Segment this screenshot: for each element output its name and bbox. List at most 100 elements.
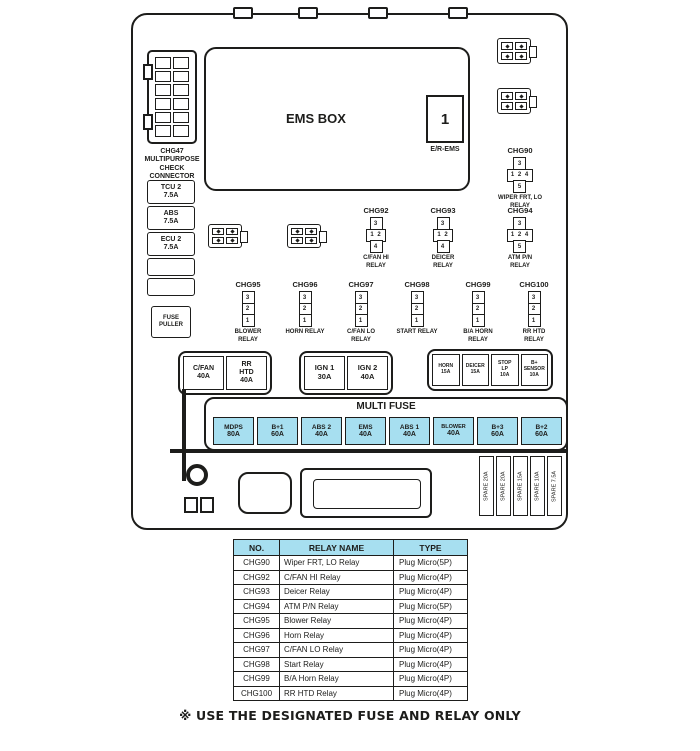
cell-relay-name: Start Relay — [279, 656, 394, 672]
ems-box-title: EMS BOX — [286, 111, 346, 126]
mount-tab — [368, 7, 388, 19]
pin-number: 1 — [298, 314, 312, 328]
chg47-connector-icon — [143, 50, 197, 144]
col-header-relay-name: RELAY NAME — [279, 539, 394, 556]
multifuse-ems-40a: EMS 40A — [345, 417, 386, 445]
fuse-name: B+2 — [535, 423, 548, 431]
cell-no: CHG99 — [233, 671, 280, 687]
pin-number: 4 — [436, 240, 450, 254]
cell-no: CHG93 — [233, 584, 280, 600]
fuse-name: EMS — [358, 423, 373, 431]
pin-number: 1 — [241, 314, 255, 328]
fuse-name: B+3 — [491, 423, 504, 431]
fuse-b-plus-sensor-10a: B+ SENSOR 10A — [520, 354, 548, 386]
fuse-amp: 7.5A — [163, 192, 179, 199]
cell-type: Plug Micro(4P) — [393, 627, 468, 643]
relay-table: NO. RELAY NAME TYPE CHG90 Wiper FRT, LO … — [233, 539, 468, 701]
connector-icon — [208, 224, 248, 248]
fuse-abs: ABS 7.5A — [147, 206, 195, 230]
relay-block-chg99: CHG99 3 2 1 B/A HORN RELAY — [449, 280, 507, 344]
fuse-rrhtd-40a: RR HTD 40A — [226, 356, 267, 390]
cell-no: CHG90 — [233, 555, 280, 571]
relay-id: CHG97 — [348, 280, 374, 289]
fuse-name: ECU 2 — [160, 235, 182, 243]
multifuse-b1-60a: B+1 60A — [257, 417, 298, 445]
empty-fuse-slot — [147, 278, 195, 296]
chg47-label: CHG47 MULTIPURPOSE CHECK CONNECTOR — [144, 148, 200, 181]
table-row: CHG94 ATM P/N Relay Plug Micro(5P) — [233, 598, 468, 614]
cell-type: Plug Micro(4P) — [393, 613, 468, 629]
cell-relay-name: Wiper FRT, LO Relay — [279, 555, 394, 571]
relay-block-chg93: CHG93 3 1 2 4 DEICER RELAY — [412, 206, 474, 270]
ems-box: EMS BOX 1 E/R-EMS — [204, 47, 470, 191]
bus-bar-horizontal — [170, 449, 568, 453]
fuse-group-small: HORN 15A DEICER 15A STOP LP 10A B+ SENSO… — [427, 349, 553, 391]
cell-relay-name: Blower Relay — [279, 613, 394, 629]
chg96-relay-pin-icon: 3 2 1 — [298, 291, 312, 328]
table-row: CHG99 B/A Horn Relay Plug Micro(4P) — [233, 671, 468, 687]
cell-type: Plug Micro(4P) — [393, 584, 468, 600]
fuse-amp: 15A — [441, 369, 451, 375]
multifuse-b3-60a: B+3 60A — [477, 417, 518, 445]
fuse-ign2-40a: IGN 2 40A — [347, 356, 388, 390]
connector-icon — [497, 88, 537, 114]
fuse-puller-label: FUSE PULLER — [159, 315, 183, 328]
relay-id: CHG95 — [235, 280, 261, 289]
relay-id: CHG92 — [363, 206, 389, 215]
fuse-amp: 60A — [535, 430, 548, 438]
col-header-no: NO. — [233, 539, 280, 556]
cell-no: CHG96 — [233, 627, 280, 643]
relay-block-chg92: CHG92 3 1 2 4 C/FAN HI RELAY — [345, 206, 407, 270]
spare-fuse: SPARE 15A — [513, 456, 528, 516]
fuse-name: BLOWER — [441, 424, 466, 431]
multifuse-b2-60a: B+2 60A — [521, 417, 562, 445]
fuse-name: B+ SENSOR — [523, 360, 545, 373]
fuse-amp: 40A — [403, 430, 416, 438]
cell-type: Plug Micro(5P) — [393, 555, 468, 571]
fuse-horn-15a: HORN 15A — [432, 354, 460, 386]
fuse-amp: 40A — [447, 430, 460, 438]
fuse-ign1-30a: IGN 1 30A — [304, 356, 345, 390]
fuse-name: RR HTD — [239, 360, 254, 376]
cell-type: Plug Micro(4P) — [393, 685, 468, 701]
multi-fuse-box: MULTI FUSE MDPS 80A B+1 60A ABS 2 40A EM… — [204, 397, 568, 451]
molding-detail — [184, 497, 198, 513]
multi-fuse-row: MDPS 80A B+1 60A ABS 2 40A EMS 40A ABS 1… — [213, 417, 562, 445]
cell-relay-name: B/A Horn Relay — [279, 671, 394, 687]
fuse-amp: 40A — [197, 373, 210, 380]
relay-name: C/FAN LO RELAY — [347, 329, 375, 343]
multifuse-blower-40a: BLOWER 40A — [433, 417, 474, 445]
relay-block-chg100: CHG100 3 2 1 RR HTD RELAY — [505, 280, 563, 344]
table-row: CHG93 Deicer Relay Plug Micro(4P) — [233, 584, 468, 600]
fuse-ecu2: ECU 2 7.5A — [147, 232, 195, 256]
relay-name: C/FAN HI RELAY — [363, 255, 389, 269]
battery-wire-vertical — [182, 389, 186, 481]
pin-number: 1 — [471, 314, 485, 328]
relay-name: B/A HORN RELAY — [463, 329, 493, 343]
fuse-name: ABS 1 — [399, 423, 420, 431]
cell-no: CHG97 — [233, 642, 280, 658]
designated-fuse-note: ※ USE THE DESIGNATED FUSE AND RELAY ONLY — [179, 708, 521, 723]
er-ems-unit-box: 1 — [426, 95, 464, 143]
chg93-relay-pin-icon: 3 1 2 4 — [433, 217, 453, 254]
molding-detail — [200, 497, 214, 513]
fuse-name: IGN 2 — [357, 363, 378, 373]
fuse-name: DEICER — [465, 363, 485, 370]
chg95-relay-pin-icon: 3 2 1 — [241, 291, 255, 328]
cell-relay-name: RR HTD Relay — [279, 685, 394, 701]
table-row: CHG100 RR HTD Relay Plug Micro(4P) — [233, 685, 468, 701]
fuse-amp: 40A — [240, 377, 253, 385]
spare-fuse: SPARE 20A — [496, 456, 511, 516]
spare-fuse: SPARE 10A — [530, 456, 545, 516]
multi-fuse-title: MULTI FUSE — [356, 401, 416, 412]
molding-detail — [238, 472, 292, 514]
pin-number: 5 — [513, 240, 527, 254]
fuse-amp: 40A — [359, 430, 372, 438]
pin-number: 3 — [369, 217, 383, 230]
molding-detail-inner — [313, 479, 421, 509]
mount-tab — [298, 7, 318, 19]
fuse-group-cfan-rrhtd: C/FAN 40A RR HTD 40A — [178, 351, 272, 395]
chg90-relay-pin-icon: 3 1 2 4 5 — [506, 157, 534, 194]
table-row: CHG97 C/FAN LO Relay Plug Micro(4P) — [233, 642, 468, 658]
